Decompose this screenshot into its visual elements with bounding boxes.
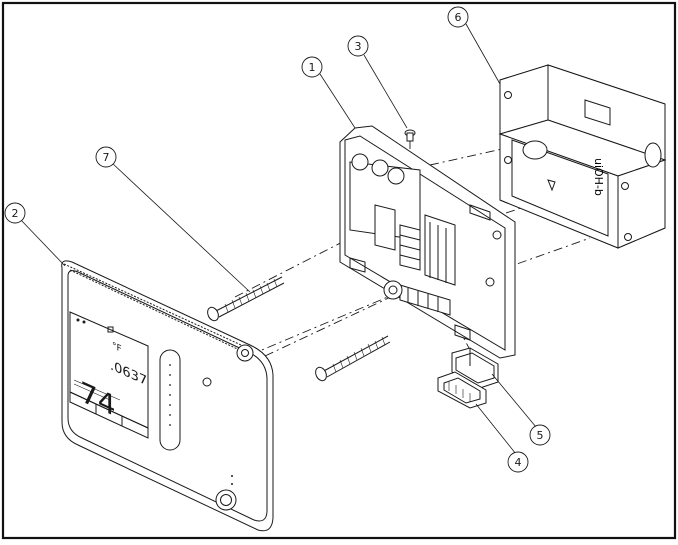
callout-leaders (19, 23, 537, 455)
small-screw (404, 129, 416, 142)
callout-balloon-6: 6 (447, 6, 469, 28)
electrical-box: uiOH-b (498, 64, 667, 249)
callout-label-5: 5 (537, 429, 544, 442)
callout-balloon-2: 2 (4, 202, 26, 224)
callout-balloon-4: 4 (507, 451, 529, 473)
connector-clip (437, 371, 487, 409)
callout-balloon-3: 3 (347, 35, 369, 57)
callout-balloon-7: 7 (95, 146, 117, 168)
thermostat-front-cover: 74 °F .0637 (61, 260, 274, 532)
display-unit: °F (112, 340, 122, 355)
callout-label-7: 7 (103, 151, 110, 164)
callout-label-6: 6 (455, 11, 462, 24)
lower-long-screw (315, 335, 391, 382)
callout-label-1: 1 (309, 61, 316, 74)
backplate (339, 125, 516, 359)
callout-label-3: 3 (355, 40, 362, 53)
callout-label-4: 4 (515, 456, 522, 469)
callout-balloon-5: 5 (529, 424, 551, 446)
upper-long-screw (207, 276, 285, 322)
callout-balloon-1: 1 (301, 56, 323, 78)
box-marking: uiOH-b (592, 158, 605, 196)
callout-label-2: 2 (12, 207, 19, 220)
